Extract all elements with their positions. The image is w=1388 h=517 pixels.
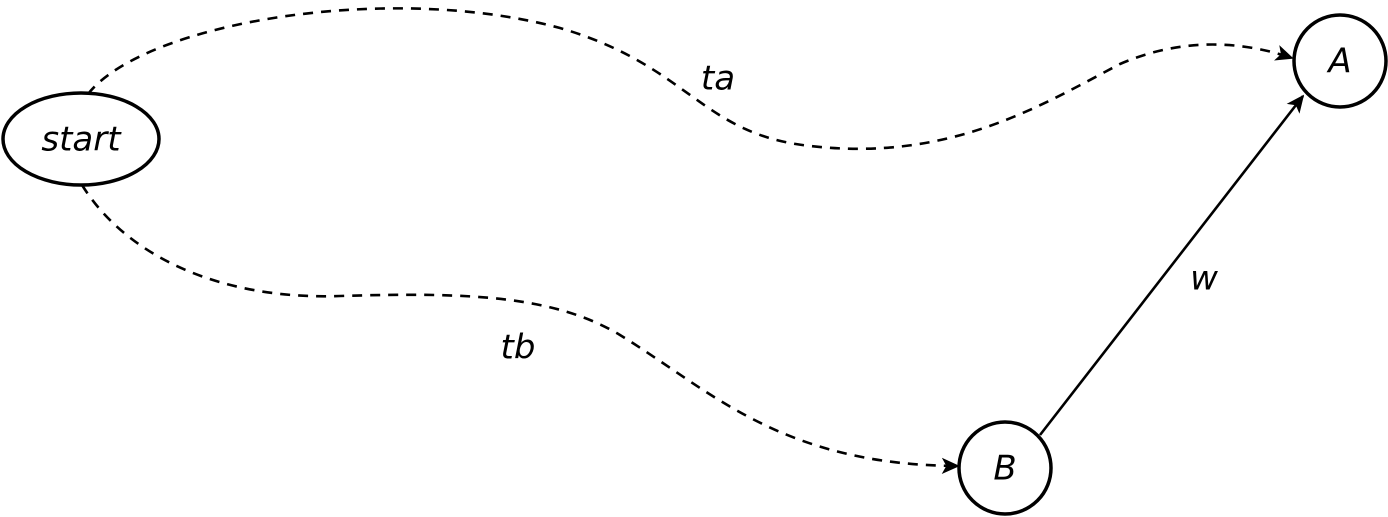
edge-b-to-a (1038, 94, 1305, 436)
node-a-label: A (1326, 42, 1351, 82)
edge-start-to-a (86, 7, 1294, 151)
edge-label-tb: tb (501, 328, 536, 368)
edge-start-to-b (80, 184, 960, 475)
node-b[interactable]: B (957, 420, 1053, 516)
start-node-label: start (41, 120, 122, 160)
start-node[interactable]: start (1, 91, 161, 187)
edge-label-ta: ta (701, 59, 735, 99)
node-b-label: B (993, 449, 1016, 489)
node-a[interactable]: A (1292, 13, 1388, 109)
edge-label-w: w (1190, 259, 1218, 299)
